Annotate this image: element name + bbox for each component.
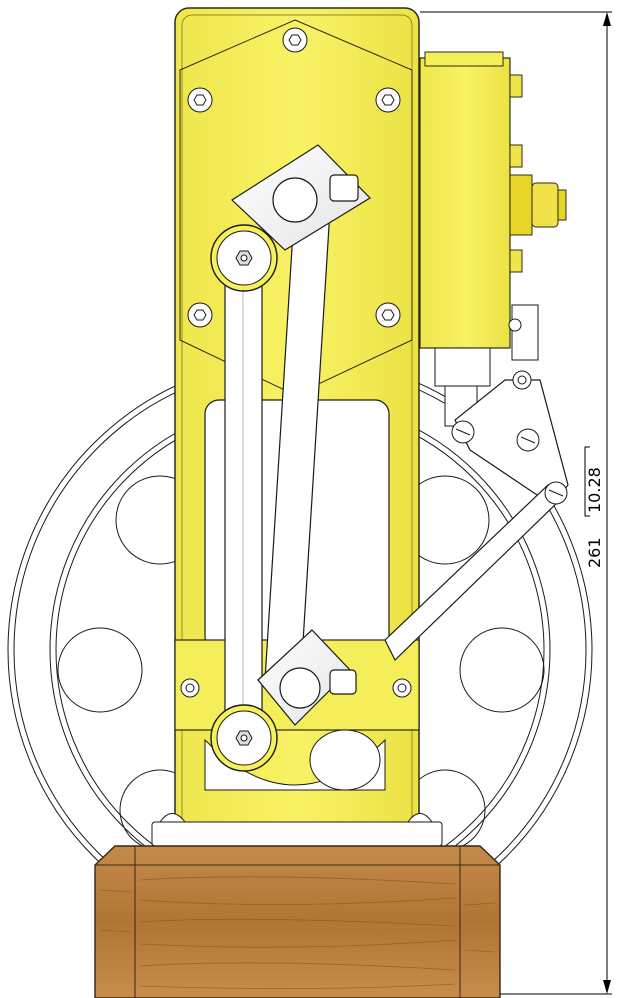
- dimension-arrow-top: [603, 12, 611, 26]
- wooden-base-block: [94, 845, 501, 998]
- piston-rod-left: [224, 254, 263, 741]
- valve-chest-body: [419, 57, 511, 349]
- flywheel-spoke-hole-left: [57, 627, 143, 713]
- flywheel-spoke-hole-right: [459, 627, 545, 713]
- lower-crosshead: [257, 629, 357, 726]
- dimension-value-mm: 261: [585, 537, 604, 568]
- frame-feet: [151, 813, 443, 847]
- height-dimension: [420, 11, 612, 995]
- valve-chest: [419, 51, 567, 427]
- dimension-bracket: [584, 446, 590, 517]
- wooden-base: [94, 845, 501, 998]
- steam-inlet-fitting: [509, 174, 533, 236]
- valve-linkage: [384, 379, 569, 662]
- dimension-arrow-bottom: [603, 980, 611, 994]
- upper-crosshead: [231, 144, 371, 251]
- dimension-value-in: 10.28: [585, 467, 604, 513]
- slot-screw-icon: [451, 318, 568, 505]
- hex-bolt-icon: [180, 27, 412, 746]
